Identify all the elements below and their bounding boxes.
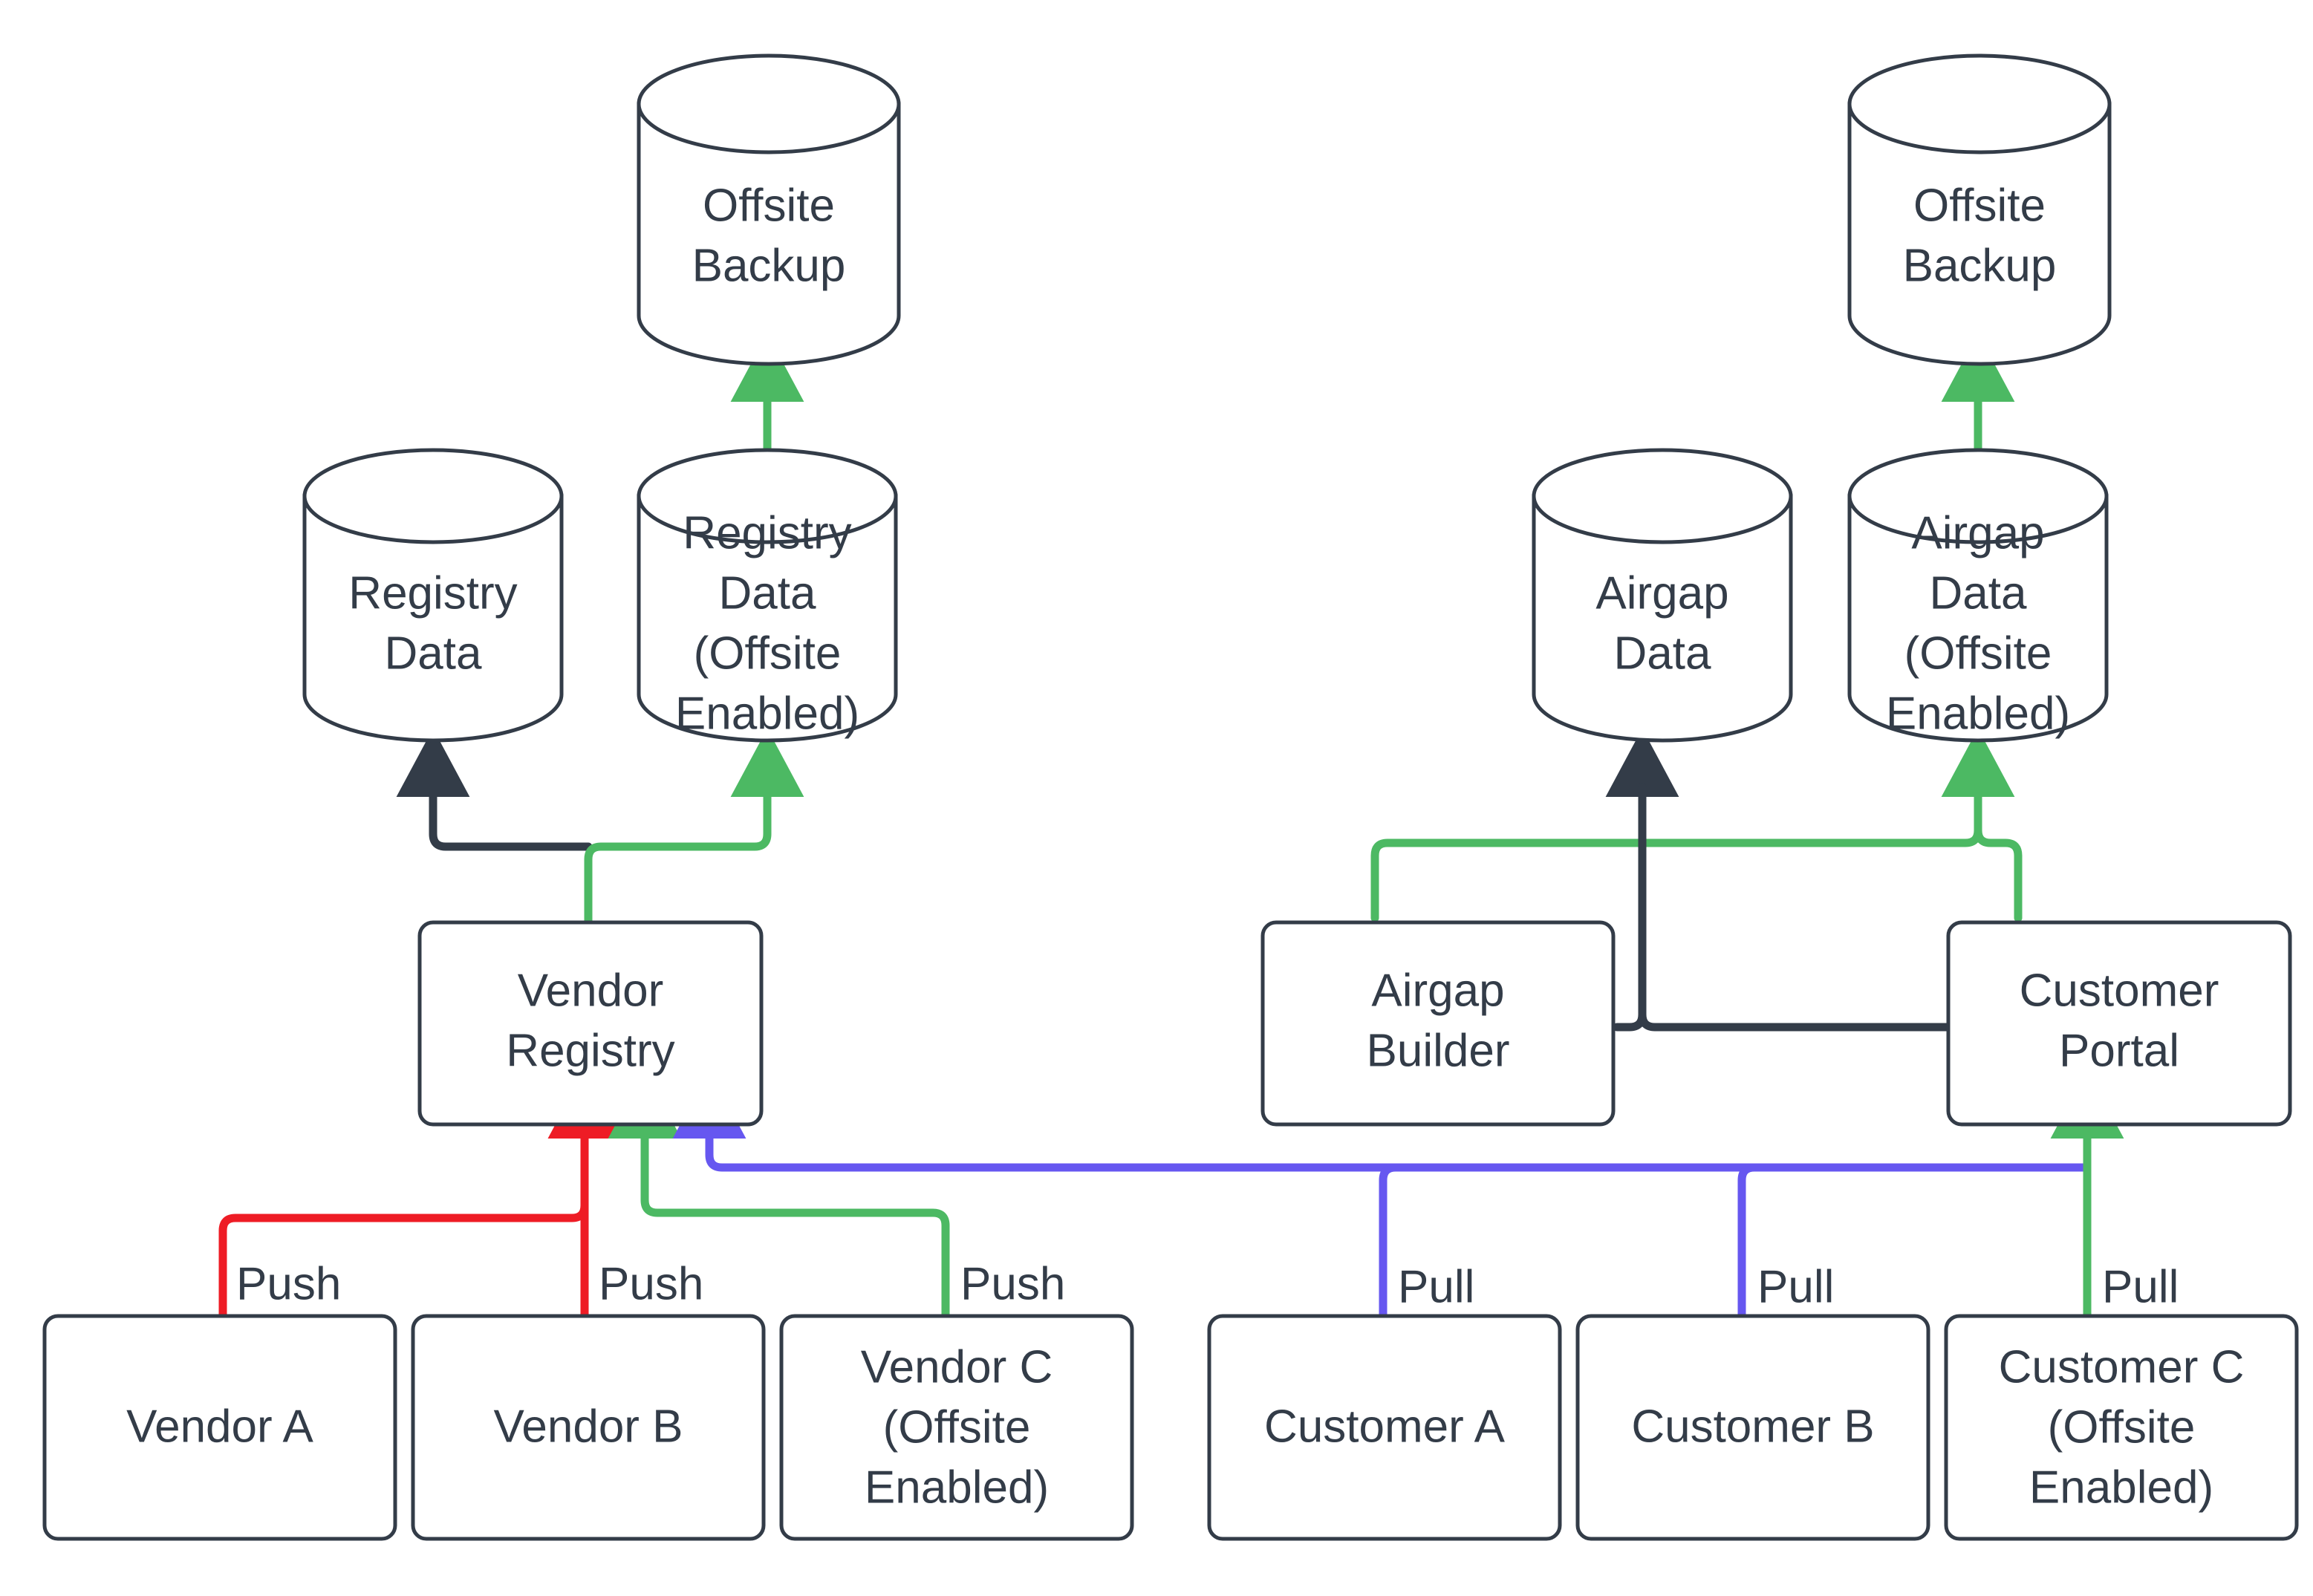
node-label-line: Enabled) bbox=[865, 1462, 1049, 1513]
node-label-line: Registry bbox=[506, 1025, 674, 1076]
edge-customerportal-to-airgapdata bbox=[1638, 783, 1953, 1032]
node-customer-b[interactable]: Customer B bbox=[1575, 1314, 1930, 1541]
node-offsite-backup-left[interactable]: Offsite Backup bbox=[637, 53, 901, 366]
box-shape bbox=[1946, 920, 2292, 1127]
box-shape bbox=[417, 920, 764, 1127]
box-shape bbox=[779, 1314, 1134, 1541]
node-label-line: Backup bbox=[1903, 240, 2057, 291]
edge-vendorregistry-to-registrydataoffsite bbox=[584, 728, 804, 927]
edge-label-pull-customer-c: Pull bbox=[2102, 1261, 2179, 1312]
edge-customera-to-customerportal bbox=[1379, 1163, 2092, 1320]
edge-vendorregistry-to-registrydata bbox=[396, 728, 593, 851]
node-airgap-data-offsite[interactable]: Airgap Data (Offsite Enabled) bbox=[1847, 448, 2109, 743]
box-shape bbox=[1207, 1314, 1562, 1541]
node-registry-data[interactable]: Registry Data bbox=[302, 448, 564, 743]
cylinder-body bbox=[1847, 494, 2109, 743]
node-vendor-a[interactable]: Vendor A bbox=[42, 1314, 397, 1541]
cylinder-top bbox=[637, 53, 901, 154]
box-shape bbox=[411, 1314, 766, 1541]
node-customer-c-offsite[interactable]: Customer C (Offsite Enabled) bbox=[1944, 1314, 2299, 1541]
node-label-line: Vendor A bbox=[126, 1401, 313, 1452]
node-label-line: (Offsite bbox=[883, 1401, 1031, 1453]
node-label-line: Registry bbox=[348, 567, 517, 619]
node-label-line: (Offsite bbox=[2048, 1401, 2196, 1453]
node-label-line: Portal bbox=[2059, 1025, 2179, 1076]
node-label-line: Enabled) bbox=[1886, 688, 2070, 739]
cylinder-body bbox=[637, 102, 901, 366]
edge-label-pull-customer-b: Pull bbox=[1757, 1261, 1834, 1312]
cylinder-top bbox=[1847, 448, 2109, 544]
edge-label-push-vendor-a: Push bbox=[236, 1258, 341, 1309]
edge-label-push-vendor-c: Push bbox=[960, 1258, 1065, 1309]
node-label-line: Vendor bbox=[518, 965, 664, 1016]
node-registry-data-offsite[interactable]: Registry Data (Offsite Enabled) bbox=[637, 448, 898, 743]
edge-customerportal-to-vendorregistry bbox=[672, 1069, 2092, 1172]
node-label-line: Enabled) bbox=[675, 688, 859, 739]
node-label-line: Data bbox=[719, 567, 816, 619]
cylinder-body bbox=[637, 494, 898, 743]
node-vendor-c-offsite[interactable]: Vendor C (Offsite Enabled) bbox=[779, 1314, 1134, 1541]
node-label-line: Builder bbox=[1367, 1025, 1510, 1076]
node-label-line: Customer A bbox=[1264, 1401, 1506, 1452]
edge-label-push-vendor-b: Push bbox=[599, 1258, 703, 1309]
edge-vendorc-to-vendorregistry bbox=[608, 1069, 950, 1320]
node-label-line: (Offsite bbox=[694, 628, 842, 679]
node-label-line: Data bbox=[1614, 628, 1711, 679]
box-shape bbox=[42, 1314, 397, 1541]
node-label-line: Airgap bbox=[1595, 567, 1728, 619]
node-vendor-registry[interactable]: Vendor Registry bbox=[417, 920, 764, 1127]
node-offsite-backup-right[interactable]: Offsite Backup bbox=[1847, 53, 2112, 366]
node-label-line: Airgap bbox=[1911, 507, 2044, 558]
node-label-line: Data bbox=[1930, 567, 2027, 619]
node-label-line: Vendor C bbox=[861, 1341, 1053, 1393]
node-label-line: Offsite bbox=[703, 180, 835, 231]
box-shape bbox=[1260, 920, 1616, 1127]
cylinder-body bbox=[1532, 494, 1793, 743]
edge-customerb-to-customerportal bbox=[1737, 1163, 2092, 1320]
node-label-line: Customer C bbox=[1999, 1341, 2245, 1393]
node-customer-portal[interactable]: Customer Portal bbox=[1946, 920, 2292, 1127]
edge-label-pull-customer-a: Pull bbox=[1398, 1261, 1474, 1312]
cylinder-top bbox=[1532, 448, 1793, 544]
node-label-line: Enabled) bbox=[2029, 1462, 2213, 1513]
node-airgap-data[interactable]: Airgap Data bbox=[1532, 448, 1793, 743]
node-label-line: Data bbox=[385, 628, 482, 679]
cylinder-top bbox=[302, 448, 564, 544]
cylinder-body bbox=[1847, 102, 2112, 366]
node-label-line: Customer bbox=[2020, 965, 2219, 1016]
node-label-line: Airgap bbox=[1371, 965, 1504, 1016]
node-vendor-b[interactable]: Vendor B bbox=[411, 1314, 766, 1541]
cylinder-top bbox=[1847, 53, 2112, 154]
box-shape bbox=[1944, 1314, 2299, 1541]
node-label-line: Customer B bbox=[1631, 1401, 1874, 1452]
box-shape bbox=[1575, 1314, 1930, 1541]
cylinder-top bbox=[637, 448, 898, 544]
edge-customerportal-to-airgapdataoffsite bbox=[1974, 783, 2023, 922]
node-label-line: Backup bbox=[692, 240, 846, 291]
node-label-line: Vendor B bbox=[493, 1401, 683, 1452]
node-airgap-builder[interactable]: Airgap Builder bbox=[1260, 920, 1616, 1127]
cylinder-body bbox=[302, 494, 564, 743]
node-label-line: Registry bbox=[683, 507, 851, 558]
node-label-line: Offsite bbox=[1913, 180, 2046, 231]
node-customer-a[interactable]: Customer A bbox=[1207, 1314, 1562, 1541]
node-label-line: (Offsite bbox=[1904, 628, 2052, 679]
